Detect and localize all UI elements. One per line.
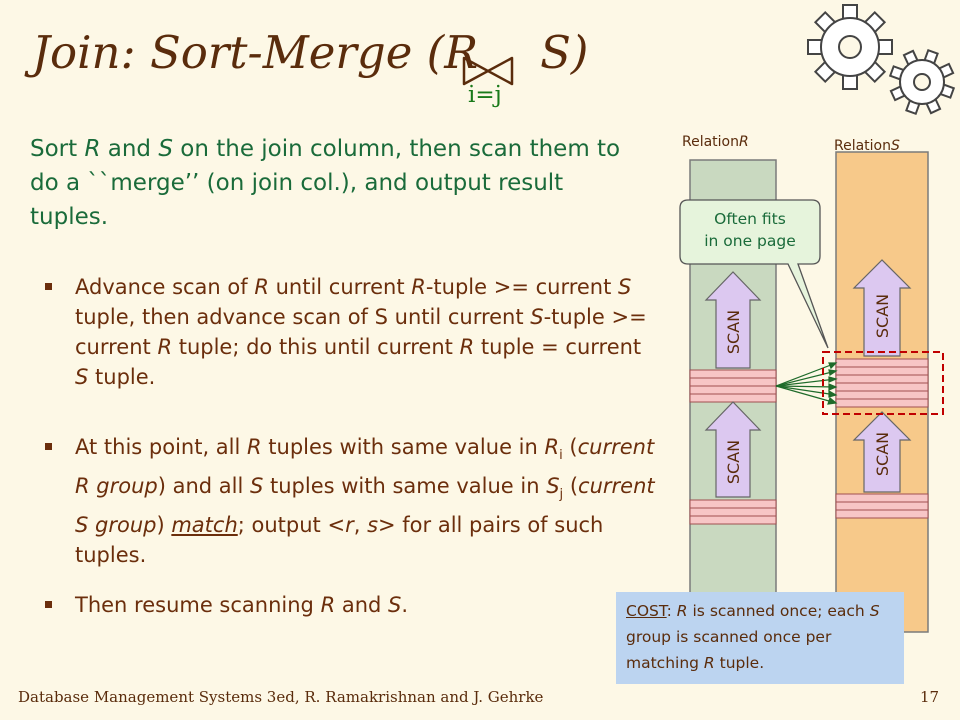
text: -tuple >= current bbox=[425, 275, 619, 299]
text: tuple, then advance scan of S until curr… bbox=[75, 305, 531, 329]
relation-r: R bbox=[459, 335, 475, 359]
text: At this point, all bbox=[75, 435, 248, 459]
text: group is scanned once per matching bbox=[626, 628, 832, 672]
scan-arrow-r-lower bbox=[704, 401, 762, 498]
cost-label: COST bbox=[626, 602, 667, 620]
relation-r: R bbox=[703, 654, 715, 672]
text: ) and all bbox=[157, 474, 250, 499]
text: Then resume scanning bbox=[75, 593, 321, 617]
text: > for all pairs of such tuples. bbox=[75, 513, 604, 568]
intro-text: Sort bbox=[30, 136, 85, 162]
text: until current bbox=[268, 275, 412, 299]
match-arrows bbox=[775, 362, 838, 405]
intro-text: and bbox=[100, 136, 159, 162]
callout-bubble bbox=[679, 199, 829, 349]
scan-arrow-s-upper bbox=[852, 259, 912, 357]
bullet-marker bbox=[45, 443, 52, 450]
text: Advance scan of bbox=[75, 275, 255, 299]
relation-r: R bbox=[320, 593, 336, 617]
callout-line: Often fits bbox=[714, 210, 786, 228]
title-suffix: S) bbox=[540, 26, 589, 79]
join-condition: i=j bbox=[468, 82, 502, 108]
text: is scanned once; each bbox=[687, 602, 870, 620]
text: ( bbox=[562, 435, 578, 459]
match-word: match bbox=[171, 513, 238, 538]
tuple-r: r bbox=[345, 513, 354, 538]
relation-r-rows bbox=[689, 369, 777, 525]
text: ; output < bbox=[237, 513, 346, 538]
scan-label: SCAN bbox=[724, 440, 743, 484]
current-r-group: current R group bbox=[75, 435, 655, 499]
relation-s: S bbox=[249, 474, 264, 499]
text: and bbox=[335, 593, 389, 617]
relation-s: S bbox=[75, 365, 89, 389]
bullet-text: At this point, all R tuples with same va… bbox=[75, 432, 660, 570]
bullet-marker bbox=[45, 601, 52, 608]
relation-r: R bbox=[254, 275, 269, 299]
scan-label: SCAN bbox=[873, 432, 892, 476]
callout-line: in one page bbox=[704, 232, 796, 250]
relation-r-label: RelationR bbox=[682, 134, 749, 150]
scan-arrow-r-upper bbox=[704, 271, 762, 369]
text: ) bbox=[156, 513, 172, 538]
text: tuples with same value in bbox=[261, 435, 545, 459]
intro-text: on the join column, then scan them to do… bbox=[30, 136, 621, 230]
subscript-j: j bbox=[559, 487, 564, 503]
relation-s: S bbox=[546, 474, 560, 499]
relation-r: R bbox=[157, 335, 173, 359]
relation-r: R bbox=[84, 136, 101, 162]
text: tuples with same value in bbox=[263, 474, 547, 499]
scan-arrow-s-lower bbox=[852, 411, 912, 493]
relation-r: R bbox=[247, 435, 262, 459]
scan-label: SCAN bbox=[724, 310, 743, 354]
intro-paragraph: Sort R and S on the join column, then sc… bbox=[30, 132, 630, 234]
relation-r: R bbox=[676, 602, 688, 620]
subscript-i: i bbox=[559, 448, 563, 464]
relation-s-rows bbox=[835, 358, 929, 519]
relation-r: R bbox=[544, 435, 560, 459]
footer-citation: Database Management Systems 3ed, R. Rama… bbox=[18, 688, 544, 706]
title-prefix: Join: Sort-Merge (R bbox=[32, 26, 479, 79]
scan-label: SCAN bbox=[873, 294, 892, 338]
tuple-s: s bbox=[367, 513, 379, 538]
relation-s-label: RelationS bbox=[834, 138, 900, 154]
relation-r: R bbox=[411, 275, 426, 299]
current-s-group: current S group bbox=[75, 474, 655, 538]
text: tuple; do this until current bbox=[172, 335, 460, 359]
page-number: 17 bbox=[920, 688, 940, 706]
text: tuple. bbox=[88, 365, 156, 389]
bullet-text: Advance scan of R until current R-tuple … bbox=[75, 272, 660, 392]
text: tuple = current bbox=[474, 335, 642, 359]
gears-icon bbox=[807, 4, 956, 116]
cost-box: COST: R is scanned once; each S group is… bbox=[616, 592, 904, 684]
text: . bbox=[401, 593, 409, 617]
join-bowtie-icon bbox=[462, 56, 514, 86]
bullet-text: Then resume scanning R and S. bbox=[75, 590, 660, 620]
relation-s: S bbox=[618, 275, 632, 299]
current-group-highlight bbox=[822, 351, 944, 415]
text: -tuple >= current bbox=[75, 305, 647, 359]
relation-s: S bbox=[530, 305, 544, 329]
text: , bbox=[353, 513, 368, 538]
text: : bbox=[666, 602, 677, 620]
bullet-marker bbox=[45, 283, 52, 290]
relation-s: S bbox=[869, 602, 880, 620]
relation-s: S bbox=[158, 136, 173, 162]
text: tuple. bbox=[714, 654, 765, 672]
text: ( bbox=[563, 474, 579, 499]
relation-s: S bbox=[388, 593, 402, 617]
